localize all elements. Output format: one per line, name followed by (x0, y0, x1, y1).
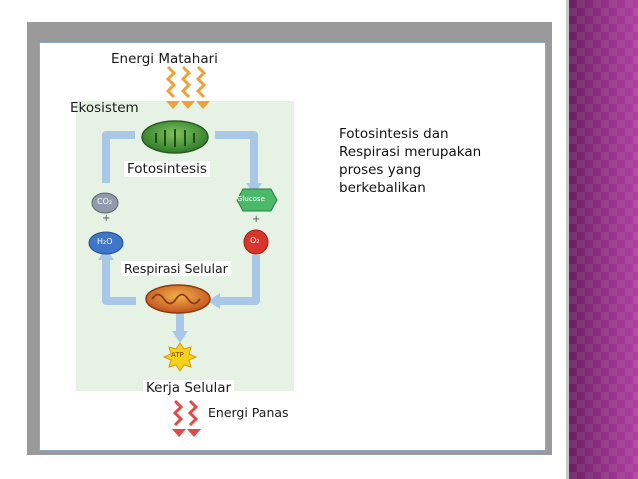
cycle-arrows (102, 131, 260, 333)
decorative-side-band (569, 0, 638, 479)
co2-label: CO₂ (97, 197, 113, 206)
glucose-hexagon (236, 188, 278, 212)
h2o-label: H₂O (97, 237, 113, 246)
co2-molecule (91, 192, 119, 214)
plus-left: + (102, 213, 111, 224)
heat-energy-arrows (172, 399, 199, 427)
side-band-edge (566, 0, 569, 479)
caption-line: Respirasi merupakan (339, 144, 482, 160)
caption-line: proses yang (339, 162, 422, 178)
respiration-label: Respirasi Selular (121, 261, 231, 276)
o2-molecule (243, 229, 269, 255)
caption-line: Fotosintesis dan (339, 126, 449, 142)
plus-right: + (252, 214, 261, 225)
atp-label: ATP (171, 351, 184, 359)
mitochondrion-icon (145, 284, 211, 314)
slide-content: Energi Matahari Ekosistem Fotosintesis C… (39, 42, 546, 451)
ecosystem-label: Ekosistem (70, 100, 139, 116)
slide-caption: Fotosintesis dan Respirasi merupakan pro… (339, 125, 514, 197)
o2-label: O₂ (250, 236, 260, 245)
energy-in-label: Energi Matahari (111, 51, 218, 67)
atp-burst (162, 342, 198, 372)
photosynthesis-label: Fotosintesis (124, 161, 210, 177)
cellular-work-label: Kerja Selular (143, 380, 235, 396)
cycle-diagram (76, 65, 294, 437)
solar-energy-arrows (165, 65, 207, 99)
h2o-molecule (88, 231, 124, 255)
heat-energy-label: Energi Panas (208, 405, 289, 420)
caption-line: berkebalikan (339, 180, 426, 196)
glucose-label: Glucose (237, 195, 265, 203)
chloroplast-icon (141, 120, 209, 154)
